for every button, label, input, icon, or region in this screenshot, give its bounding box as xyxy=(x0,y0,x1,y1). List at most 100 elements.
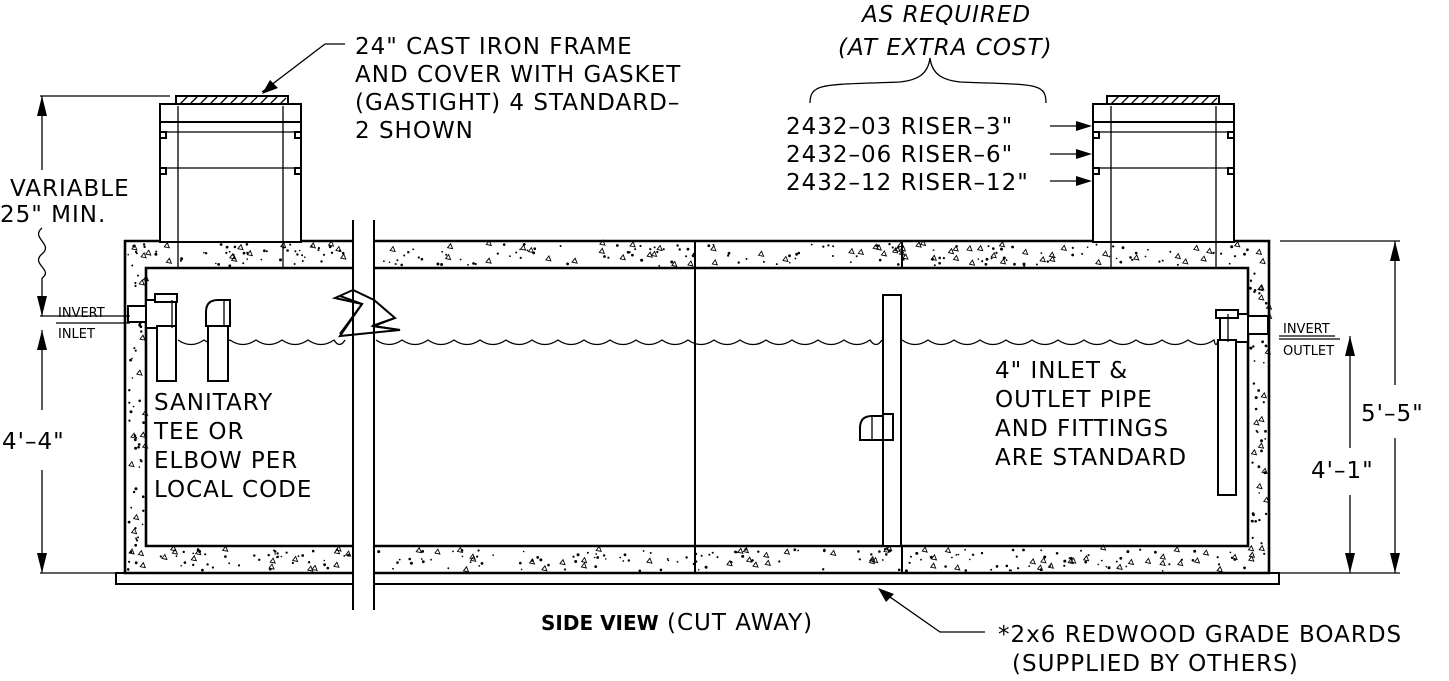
concrete-speck xyxy=(301,260,304,262)
concrete-speck xyxy=(1230,245,1234,249)
concrete-speck xyxy=(155,250,158,253)
concrete-speck xyxy=(1264,429,1267,433)
concrete-speck xyxy=(653,246,656,249)
water-surface-middle xyxy=(375,339,883,346)
concrete-speck xyxy=(246,258,248,260)
concrete-speck xyxy=(1216,556,1219,559)
concrete-speck xyxy=(137,443,141,446)
concrete-speck xyxy=(133,434,137,438)
concrete-speck xyxy=(502,243,506,246)
concrete-speck xyxy=(1200,255,1207,262)
concrete-speck xyxy=(670,260,674,264)
concrete-speck xyxy=(694,552,698,556)
concrete-speck xyxy=(258,558,261,561)
concrete-speck xyxy=(904,569,908,573)
concrete-speck xyxy=(1216,565,1223,573)
concrete-speck xyxy=(129,358,133,362)
concrete-speck xyxy=(228,250,231,253)
concrete-speck xyxy=(420,558,423,560)
concrete-speck xyxy=(394,263,397,265)
concrete-speck xyxy=(131,357,133,360)
concrete-speck xyxy=(745,257,748,260)
pipe-note-line3: AND FITTINGS xyxy=(995,416,1169,442)
concrete-speck xyxy=(412,248,415,251)
concrete-speck xyxy=(1243,566,1246,570)
concrete-speck xyxy=(607,256,610,259)
concrete-speck xyxy=(229,252,236,260)
concrete-speck xyxy=(646,251,653,258)
concrete-speck xyxy=(969,558,971,561)
pipe-note-line1: 4" INLET & xyxy=(995,358,1128,384)
concrete-speck xyxy=(656,250,659,254)
concrete-speck xyxy=(823,549,826,553)
concrete-speck xyxy=(910,555,912,558)
concrete-speck xyxy=(1161,570,1164,572)
concrete-speck xyxy=(885,544,893,552)
concrete-speck xyxy=(447,567,450,570)
concrete-speck xyxy=(1177,559,1184,567)
concrete-speck xyxy=(131,264,134,267)
concrete-speck xyxy=(253,554,256,557)
concrete-speck xyxy=(649,248,652,251)
concrete-speck xyxy=(317,247,320,250)
concrete-speck xyxy=(145,249,152,256)
concrete-speck xyxy=(192,552,195,555)
concrete-speck xyxy=(134,446,138,450)
concrete-speck xyxy=(1154,550,1157,554)
concrete-speck xyxy=(788,254,791,258)
concrete-speck xyxy=(140,330,143,333)
concrete-speck xyxy=(894,245,901,253)
concrete-speck xyxy=(204,553,207,556)
concrete-speck xyxy=(330,251,334,254)
concrete-speck xyxy=(126,568,130,571)
concrete-speck xyxy=(576,553,580,557)
concrete-speck xyxy=(533,247,537,250)
concrete-speck xyxy=(1193,244,1200,252)
sanitary-note-line2: TEE OR xyxy=(153,419,245,445)
concrete-speck xyxy=(294,250,297,253)
concrete-speck xyxy=(1099,544,1107,551)
concrete-speck xyxy=(430,558,432,561)
concrete-speck xyxy=(522,550,525,553)
concrete-speck xyxy=(1256,431,1259,434)
concrete-speck xyxy=(301,554,305,557)
concrete-speck xyxy=(1115,560,1118,563)
concrete-speck xyxy=(881,559,884,561)
dimension-lines xyxy=(37,95,1400,574)
concrete-speck xyxy=(598,247,606,255)
concrete-speck xyxy=(326,566,330,570)
concrete-speck xyxy=(1260,542,1263,545)
concrete-speck xyxy=(344,550,352,557)
sanitary-note-line1: SANITARY xyxy=(154,390,273,416)
concrete-speck xyxy=(1121,246,1125,250)
concrete-speck xyxy=(1169,250,1172,253)
concrete-speck xyxy=(1147,248,1149,251)
min-25-label: 25" MIN. xyxy=(0,202,106,228)
concrete-speck xyxy=(1013,262,1016,266)
concrete-speck xyxy=(142,421,146,424)
concrete-speck xyxy=(1253,289,1257,292)
concrete-speck xyxy=(142,274,150,282)
concrete-speck xyxy=(541,564,548,572)
concrete-speck xyxy=(1258,415,1265,423)
text-labels: 24" CAST IRON FRAME AND COVER WITH GASKE… xyxy=(0,2,1423,677)
concrete-speck xyxy=(992,247,995,250)
concrete-speck xyxy=(642,550,645,552)
concrete-speck xyxy=(572,555,575,558)
concrete-speck xyxy=(469,553,476,560)
concrete-speck xyxy=(1233,255,1237,258)
concrete-speck xyxy=(794,257,797,260)
concrete-speck xyxy=(797,251,801,255)
concrete-speck xyxy=(135,537,138,540)
concrete-speck xyxy=(289,243,292,246)
concrete-speck xyxy=(676,561,679,563)
concrete-speck xyxy=(789,261,791,264)
concrete-speck xyxy=(407,251,410,254)
concrete-speck xyxy=(1258,283,1265,291)
concrete-speck xyxy=(129,410,133,414)
concrete-speck xyxy=(1246,248,1249,252)
pipe-note-line2: OUTLET PIPE xyxy=(995,387,1153,413)
inlet-elbow xyxy=(205,299,231,382)
concrete-speck xyxy=(710,244,717,252)
concrete-speck xyxy=(1257,465,1261,469)
